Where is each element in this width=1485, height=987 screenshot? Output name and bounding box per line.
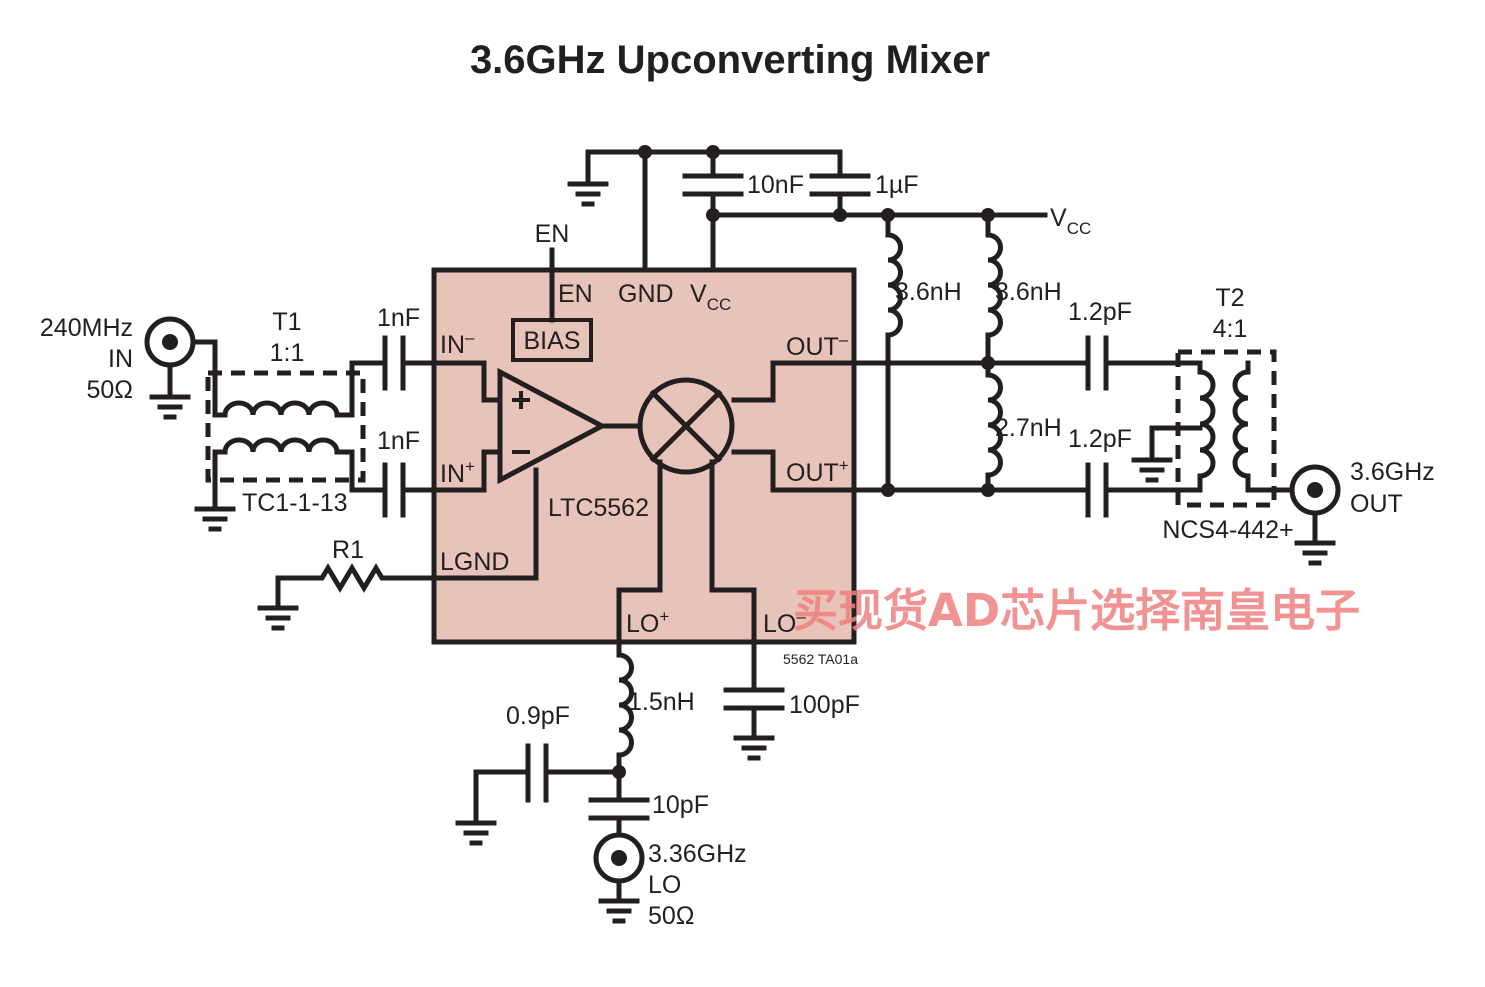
watermark: 买现货AD芯片选择南皇电子 xyxy=(793,584,1360,637)
inductor-3n6-right-label: 3.6nH xyxy=(995,278,1062,306)
t1-name: T1 xyxy=(272,308,301,336)
lgnd-pin-label: LGND xyxy=(440,548,509,576)
vcc-pin-label: VCC xyxy=(690,280,731,314)
ic-part-label: LTC5562 xyxy=(548,494,649,522)
cap-out-top-label: 1.2pF xyxy=(1068,298,1132,326)
gnd-pin-label: GND xyxy=(618,280,674,308)
input-imp: 50Ω xyxy=(87,376,134,404)
inductor-3n6-left-label: 3.6nH xyxy=(895,278,962,306)
output-name: OUT xyxy=(1350,490,1403,518)
cap-0p9-label: 0.9pF xyxy=(506,702,570,730)
en-external-label: EN xyxy=(535,220,570,248)
mixer xyxy=(637,377,735,475)
out-plus-pin-label: OUT+ xyxy=(786,456,849,487)
t1-part: TC1-1-13 xyxy=(242,489,348,517)
lo-name: LO xyxy=(648,871,681,899)
amplifier xyxy=(497,367,608,485)
cap-in-top-label: 1nF xyxy=(377,304,420,332)
lo-freq: 3.36GHz xyxy=(648,840,747,868)
cap-out-bot-label: 1.2pF xyxy=(1068,425,1132,453)
t2-part: NCS4-442+ xyxy=(1162,516,1293,544)
bias-label: BIAS xyxy=(524,327,581,355)
vcc-external-label: VCC xyxy=(1050,204,1091,238)
ic-body xyxy=(431,267,857,645)
input-freq: 240MHz xyxy=(40,314,133,342)
input-name: IN xyxy=(108,345,133,373)
cap-10pf-label: 10pF xyxy=(652,791,709,819)
t1-ratio: 1:1 xyxy=(270,339,305,367)
r1-label: R1 xyxy=(332,536,364,564)
lo-plus-pin-label: LO+ xyxy=(626,607,669,638)
cap-10nf-label: 10nF xyxy=(747,171,804,199)
in-minus-pin-label: IN– xyxy=(440,328,475,359)
inductor-2n7-label: 2.7nH xyxy=(995,414,1062,442)
output-freq: 3.6GHz xyxy=(1350,458,1435,486)
lo-minus-pin-label: LO– xyxy=(763,607,806,638)
en-pin-label: EN xyxy=(558,280,593,308)
lo-imp: 50Ω xyxy=(648,902,695,930)
cap-100pf-label: 100pF xyxy=(789,691,860,719)
in-plus-pin-label: IN+ xyxy=(440,457,475,488)
cap-1uf-label: 1µF xyxy=(875,171,919,199)
inductor-1n5-label: 1.5nH xyxy=(628,688,695,716)
out-minus-pin-label: OUT– xyxy=(786,330,849,361)
cap-in-bot-label: 1nF xyxy=(377,427,420,455)
figure-code: 5562 TA01a xyxy=(783,651,858,667)
diagram-title: 3.6GHz Upconverting Mixer xyxy=(470,38,990,82)
t2-ratio: 4:1 xyxy=(1213,315,1248,343)
t2-name: T2 xyxy=(1215,284,1244,312)
